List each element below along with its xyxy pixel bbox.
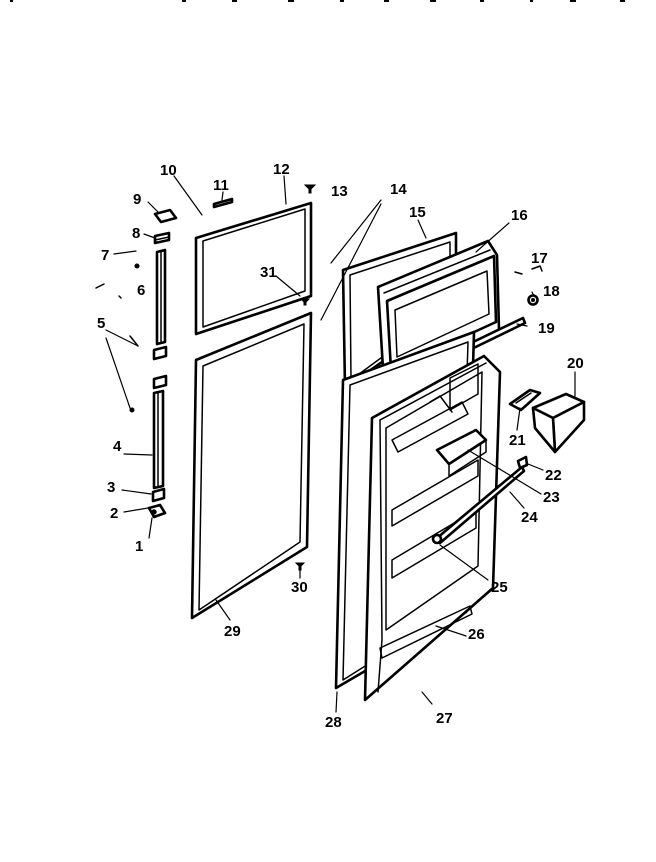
screw-part-13 xyxy=(303,184,317,194)
callout-13: 13 xyxy=(331,183,348,200)
callout-5: 5 xyxy=(97,315,105,332)
retainer-end-part-25 xyxy=(431,533,443,545)
callout-26: 26 xyxy=(468,626,485,643)
callout-28: 28 xyxy=(325,714,342,731)
retainer-cap-part-22 xyxy=(516,455,529,470)
callout-17: 17 xyxy=(531,250,548,267)
callout-30: 30 xyxy=(291,579,308,596)
callout-19: 19 xyxy=(538,320,555,337)
callout-6: 6 xyxy=(137,282,145,299)
hinge-rod-lower-part-4 xyxy=(152,389,165,490)
freezer-door-gasket-part-12 xyxy=(194,201,313,336)
callout-23: 23 xyxy=(543,489,560,506)
clip-part-11 xyxy=(212,197,234,209)
knob-part-18 xyxy=(527,294,539,306)
fresh-food-door-gasket-part-29 xyxy=(190,311,313,620)
bracket-part-17 xyxy=(514,265,543,275)
callout-25: 25 xyxy=(491,579,508,596)
small-screws-left xyxy=(95,263,140,413)
callout-11: 11 xyxy=(213,177,229,194)
screw-part-30 xyxy=(294,562,306,571)
callout-29: 29 xyxy=(224,623,241,640)
callout-10: 10 xyxy=(160,162,177,179)
callout-21: 21 xyxy=(509,432,526,449)
bin-part-21 xyxy=(508,388,542,412)
callout-9: 9 xyxy=(133,191,141,208)
callout-24: 24 xyxy=(521,509,538,526)
hinge-foot-part-2 xyxy=(147,503,167,519)
leader-lines xyxy=(105,175,576,713)
callout-16: 16 xyxy=(511,207,528,224)
hinge-block-part-3 xyxy=(151,487,166,503)
freezer-door-liner-part-16 xyxy=(376,239,501,387)
hinge-block-upper xyxy=(152,345,168,390)
callout-2: 2 xyxy=(110,505,118,522)
hinge-cap-part-9 xyxy=(153,208,178,224)
callout-22: 22 xyxy=(545,467,562,484)
scan-artifacts xyxy=(10,0,625,2)
callout-8: 8 xyxy=(132,225,140,242)
callout-4: 4 xyxy=(113,438,122,455)
callout-12: 12 xyxy=(273,161,290,178)
screw-part-31 xyxy=(299,298,311,306)
hinge-bracket-part-8 xyxy=(153,231,171,245)
callout-31: 31 xyxy=(260,264,277,281)
callout-27: 27 xyxy=(436,710,453,727)
callout-15: 15 xyxy=(409,204,426,221)
butter-bin-part-23 xyxy=(435,428,488,477)
hinge-rod-upper-part-6 xyxy=(155,248,167,346)
dairy-door-part-20 xyxy=(531,392,586,454)
callout-14: 14 xyxy=(390,181,407,198)
callout-1: 1 xyxy=(135,538,143,555)
callout-18: 18 xyxy=(543,283,560,300)
callout-labels: 1 2 3 4 5 6 7 8 9 10 11 12 13 14 15 16 1… xyxy=(97,161,584,731)
callout-3: 3 xyxy=(107,479,115,496)
callout-7: 7 xyxy=(101,247,109,264)
callout-20: 20 xyxy=(567,355,584,372)
